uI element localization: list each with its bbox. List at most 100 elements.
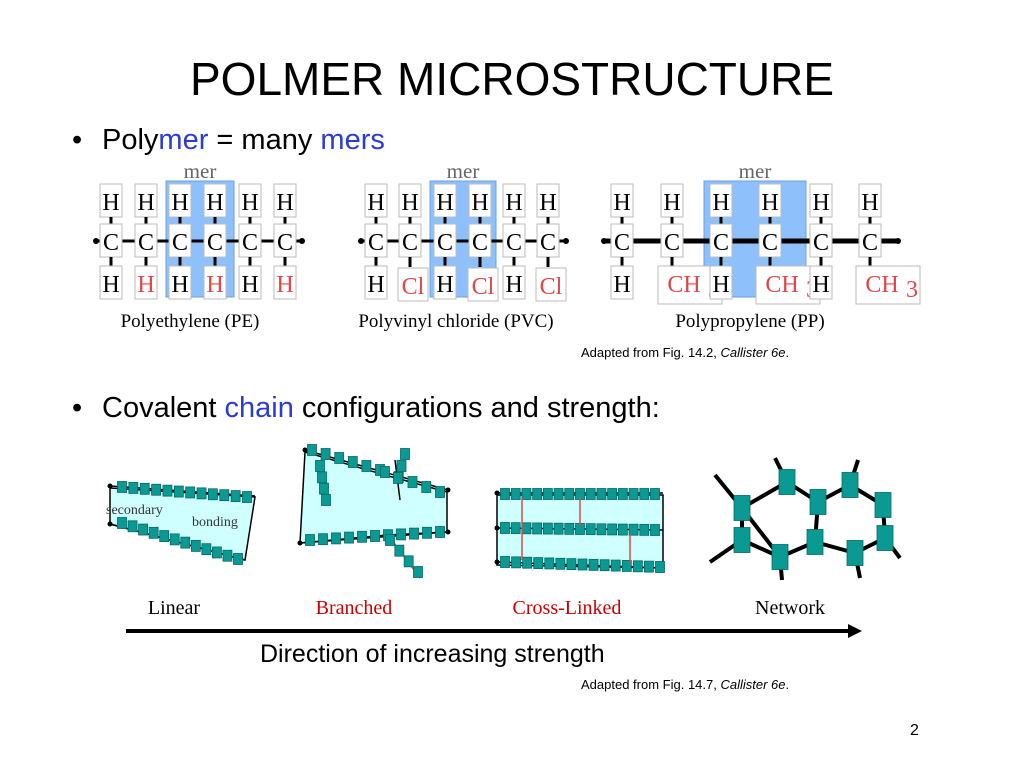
- mer-label: mer: [184, 159, 217, 183]
- caption-text: Adapted from Fig. 14.2,: [581, 345, 721, 360]
- c-atom: C: [813, 230, 829, 256]
- h-atom: H: [505, 272, 522, 298]
- monomer-bead: [566, 558, 577, 571]
- strength-label: Direction of increasing strength: [260, 640, 605, 668]
- monomer-bead: [588, 558, 599, 571]
- h-atom-box: [99, 265, 123, 300]
- monomer-bead: [400, 448, 410, 460]
- chain-end-dot: [445, 529, 451, 535]
- mer-label: mer: [739, 159, 772, 183]
- monomer-bead: [650, 488, 660, 500]
- monomer-bead: [128, 482, 139, 494]
- cl-atom: Cl: [472, 274, 495, 300]
- monomer-bead: [190, 540, 201, 552]
- h-atom: H: [861, 190, 878, 216]
- cl-atom-box: [535, 267, 567, 302]
- chain-end-dot: [297, 540, 303, 546]
- h-atom: H: [241, 190, 258, 216]
- cl-atom: Cl: [402, 274, 425, 300]
- monomer-bead: [361, 460, 372, 472]
- monomer-bead: [521, 522, 532, 535]
- h-atom: H: [276, 272, 293, 298]
- h-atom: H: [539, 190, 556, 216]
- ch3-box: [755, 265, 821, 305]
- monomer-bead: [532, 488, 543, 500]
- cl-atom-box: [467, 267, 499, 302]
- polymer-name: Polyvinyl chloride (PVC): [358, 311, 553, 332]
- monomer-bead: [555, 557, 566, 570]
- monomer-bead: [219, 489, 230, 502]
- c-atom: C: [207, 230, 223, 256]
- h-atom-box: [134, 265, 158, 300]
- monomer-bead: [169, 533, 180, 546]
- monomer-bead: [315, 460, 325, 472]
- h-atom-box: [709, 265, 733, 300]
- monomer-bead: [500, 488, 510, 500]
- monomer-bead: [185, 486, 196, 499]
- ch-group: CH: [865, 272, 898, 298]
- network-node: [846, 540, 864, 566]
- h-atom: H: [436, 272, 453, 298]
- chain-end-dot: [601, 238, 607, 244]
- h-atom: H: [401, 190, 418, 216]
- chain-text: chain: [224, 392, 294, 424]
- h-atom: H: [137, 190, 154, 216]
- monomer-bead: [173, 485, 184, 498]
- monomer-bead: [632, 560, 643, 573]
- chain-type-label: Linear: [148, 597, 201, 619]
- monomer-bead: [617, 523, 628, 536]
- h-atom: H: [276, 190, 293, 216]
- monomer-bead: [596, 488, 607, 500]
- h-atom: H: [812, 190, 829, 216]
- monomer-bead: [435, 486, 445, 498]
- h-atom: H: [505, 190, 522, 216]
- h-atom: H: [663, 190, 680, 216]
- strength-arrow-head: [848, 624, 862, 638]
- c-atom: C: [862, 230, 878, 256]
- bullet-dot: •: [72, 124, 83, 156]
- monomer-bead: [542, 488, 553, 500]
- monomer-bead: [180, 536, 191, 549]
- c-atom: C: [506, 230, 522, 256]
- h-atom: H: [471, 190, 488, 216]
- monomer-bead: [318, 533, 328, 546]
- h-atom: H: [712, 190, 729, 216]
- c-atom: C: [368, 230, 384, 256]
- chain-type-label: Network: [755, 597, 825, 619]
- monomer-bead: [138, 523, 148, 536]
- caption-fig-14-2: Adapted from Fig. 14.2, Callister 6e.: [581, 345, 789, 360]
- chain-type-label: Cross-Linked: [513, 597, 622, 619]
- monomer-bead: [607, 523, 618, 536]
- monomer-bead: [639, 523, 650, 536]
- monomer-bead: [320, 448, 331, 460]
- caption-book: Callister 6e: [720, 345, 786, 360]
- monomer-bead: [242, 491, 252, 503]
- h-atom: H: [367, 272, 384, 298]
- network-node: [841, 472, 859, 498]
- c-atom: C: [402, 230, 418, 256]
- monomer-bead: [521, 488, 532, 500]
- h-atom-box: [502, 265, 526, 300]
- monomer-bead: [413, 566, 423, 578]
- monomer-bead: [510, 488, 521, 500]
- bullet-polymer: •Polymer = many mers: [72, 124, 385, 157]
- monomer-bead: [409, 527, 419, 540]
- h-atom: H: [171, 272, 188, 298]
- monomer-bead: [511, 556, 521, 569]
- h-atom: H: [102, 272, 119, 298]
- network-node: [778, 469, 796, 495]
- c-atom: C: [713, 230, 729, 256]
- monomer-bead: [553, 522, 564, 535]
- c-atom: C: [242, 230, 258, 256]
- monomer-bead: [553, 488, 564, 500]
- monomer-bead: [319, 482, 329, 495]
- polymer-name: Polypropylene (PP): [675, 311, 824, 332]
- equals-many-text: = many: [208, 124, 321, 156]
- monomer-bead: [394, 544, 405, 557]
- cl-atom: Cl: [540, 274, 563, 300]
- monomer-bead: [533, 557, 544, 569]
- network-node: [874, 492, 892, 518]
